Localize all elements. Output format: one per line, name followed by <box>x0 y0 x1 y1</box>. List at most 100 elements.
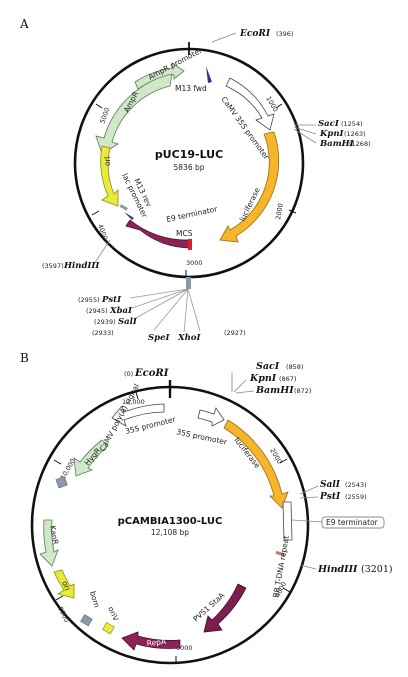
panel-b-kanr-feature <box>39 519 59 567</box>
panel-a-ecori-pos: (396) <box>276 30 293 38</box>
panel-a-kpni-pos: (1263) <box>344 130 366 138</box>
panel-b-e9-leader <box>291 519 323 523</box>
panel-a-xhoi-name: XhoI <box>177 333 201 343</box>
panel-a-hindiii-pos: (3597) <box>42 262 64 270</box>
panel-b-repa-feature <box>121 631 181 651</box>
panel-b-oriv-marker <box>102 622 115 635</box>
panel-a-tick-1000: 1000 <box>264 95 279 113</box>
panel-b-ori-label: ori <box>60 580 72 592</box>
panel-b-hindiii-pos: (3201) <box>361 564 393 575</box>
panel-b-e9-feature <box>282 501 293 541</box>
panel-b-ecori-pos: (0) <box>124 370 133 378</box>
panel-a-mcs-stem <box>186 277 191 289</box>
panel-a-kpni-name: KpnI <box>319 129 345 139</box>
panel-a-psti-name: PstI <box>101 295 122 305</box>
panel-b-plasmid-name: pCAMBIA1300-LUC <box>118 516 223 527</box>
panel-b-hindiii-leader <box>299 564 317 570</box>
panel-b-kpni-leader <box>233 379 247 393</box>
panel-b-hindiii-name: HindIII <box>317 564 358 575</box>
panel-a-kpni-leader <box>293 126 317 135</box>
panel-b-tick-8000: 8000 <box>56 605 70 623</box>
panel-a-ori-label: ori <box>103 156 112 166</box>
panel-a-sali-name: SalI <box>118 317 138 327</box>
panel-a-mcs-fan <box>129 288 201 333</box>
panel-b-bamhi-leader <box>235 390 255 394</box>
panel-b-psti-pos: (2559) <box>345 493 367 501</box>
panel-b-e9-label: E9 terminator <box>326 518 379 527</box>
panel-a-ticks <box>91 103 297 277</box>
panel-a-letter: A <box>19 17 29 31</box>
panel-a-luciferase-feature <box>219 131 280 243</box>
panel-b-bom-marker <box>80 614 93 627</box>
panel-a-camv-feature <box>225 77 275 131</box>
panel-b-sali-pos: (2543) <box>345 481 367 489</box>
panel-a-m13fwd-label: M13 fwd <box>175 84 207 93</box>
panel-b-hygr-feature <box>73 439 109 477</box>
panel-a-m13rev-marker <box>124 212 134 220</box>
panel-a-tick-3000: 3000 <box>186 259 203 267</box>
panel-b-pvs1-feature <box>203 583 247 633</box>
panel-b-bom-label: bom <box>88 590 101 608</box>
panel-a-mcs-label: MCS <box>176 229 193 238</box>
panel-a-m13fwd-marker <box>206 66 212 83</box>
panel-a-plasmid-size: 5836 bp <box>174 163 205 172</box>
panel-b-tick-12000: 12,000 <box>122 398 145 406</box>
panel-b-plasmid-size: 12,108 bp <box>151 528 189 537</box>
panel-b-e9-callout-box <box>321 516 385 529</box>
panel-a-e9-feature <box>125 219 191 249</box>
panel-a-bamhi-name: BamHI <box>319 139 355 149</box>
panel-b-rb-label: RB T-DNA repeat <box>271 535 291 598</box>
panel-b-tick-2000: 2000 <box>268 447 283 465</box>
panel-b-35s-promoter-left-feature <box>111 403 165 427</box>
panel-b-camv-polya-marker <box>55 476 68 489</box>
panel-b-bamhi-name: BamHI <box>255 385 294 396</box>
panel-a-tick-5000: 5000 <box>98 106 111 124</box>
panel-a-xhoi-pos: (2927) <box>224 329 246 337</box>
panel-a-bamhi-leader <box>293 128 317 144</box>
panel-a-spei-name: SpeI <box>148 333 170 343</box>
panel-b-rb-marker <box>275 550 286 557</box>
panel-b-35s-promoter-left-label: 35S promoter <box>124 415 177 436</box>
panel-a-bamhi-pos: (1268) <box>349 140 371 148</box>
panel-b-sali-leader <box>299 485 319 495</box>
panel-b-sali-name: SalI <box>320 480 341 490</box>
panel-b-kpni-pos: (867) <box>279 375 296 383</box>
panel-b-bamhi-pos: (872) <box>294 387 311 395</box>
panel-b-psti-name: PstI <box>319 492 341 502</box>
panel-a-psti-pos: (2955) <box>78 296 100 304</box>
panel-b-luciferase-feature <box>223 419 289 509</box>
panel-a-tick-2000: 2000 <box>274 203 285 221</box>
panel-a-ecori-leader <box>211 32 237 43</box>
panel-b-ori-feature <box>53 569 75 599</box>
panel-b-kanr-label: KanR <box>48 525 60 546</box>
panel-a-sali-pos: (2939) <box>94 318 116 326</box>
panel-b-letter: B <box>20 351 29 365</box>
panel-b-camv-polya-label: CaMV poly(A) signal <box>98 382 141 453</box>
panel-a-hindiii-leader <box>93 239 111 265</box>
panel-a-plasmid-name: pUC19-LUC <box>155 148 223 161</box>
panel-a-mcs-marker <box>188 239 192 250</box>
panel-b-35s-promoter-right-label: 35S promoter <box>176 427 229 447</box>
panel-b-tick-6000: 6000 <box>176 644 193 652</box>
panel-a-ecori-name: EcoRI <box>239 29 271 39</box>
panel-a-saci-name: SacI <box>318 119 340 129</box>
panel-b-repa-label: RepA <box>146 637 167 648</box>
panel-a-hindiii-name: HindIII <box>63 261 100 271</box>
panel-a-saci-pos: (1254) <box>341 120 363 128</box>
panel-b-saci-name: SacI <box>256 361 280 372</box>
panel-a-lac-marker <box>119 204 128 211</box>
panel-a-camv-label: CaMV 35S promoter <box>219 95 271 162</box>
panel-b-psti-leader <box>299 496 319 499</box>
panel-b-ecori-name: EcoRI <box>134 368 169 379</box>
panel-a-spei-pos: (2933) <box>92 329 114 337</box>
panel-a-xbai-pos: (2945) <box>86 307 108 315</box>
panel-b-kpni-name: KpnI <box>249 373 277 384</box>
panel-a-e9-label: E9 terminator <box>166 204 219 224</box>
panel-b-35s-promoter-right-feature <box>197 407 225 427</box>
panel-b-ticks <box>53 391 291 663</box>
panel-b-oriv-label: oriV <box>106 605 121 623</box>
panel-a-ori-feature <box>100 145 119 207</box>
panel-a-xbai-name: XbaI <box>109 306 133 316</box>
panel-b-saci-pos: (858) <box>286 363 303 371</box>
